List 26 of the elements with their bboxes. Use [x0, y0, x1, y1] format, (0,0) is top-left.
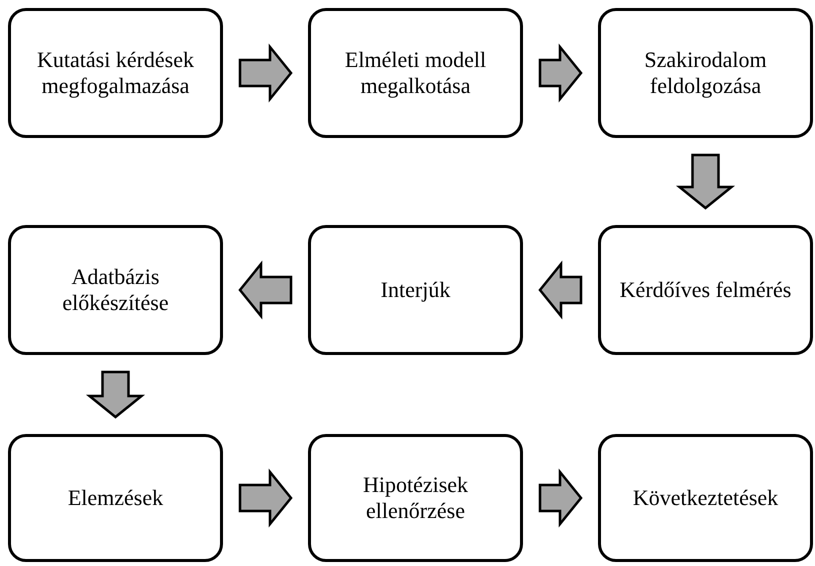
process-box — [308, 225, 523, 355]
block-arrow — [538, 260, 582, 320]
process-box — [8, 434, 223, 562]
process-box — [598, 8, 813, 138]
process-box — [308, 8, 523, 138]
box-label: Kérdőíves felmérés — [620, 277, 792, 303]
box-label: Elméleti modell megalkotása — [344, 47, 488, 99]
box-label: Elemzések — [68, 485, 164, 511]
block-arrow — [238, 43, 293, 103]
block-arrow — [238, 260, 292, 320]
box-label: Adatbázis előkészítése — [61, 264, 170, 316]
process-box — [308, 434, 523, 562]
process-box — [598, 225, 813, 355]
block-arrow — [238, 468, 293, 528]
block-arrow — [676, 154, 736, 210]
block-arrow — [86, 370, 146, 419]
box-label: Szakirodalom feldolgozása — [643, 47, 768, 99]
box-label: Kutatási kérdések megfogalmazása — [36, 47, 195, 99]
block-arrow — [538, 43, 583, 103]
process-box — [8, 8, 223, 138]
box-label: Hipotézisek ellenőrzése — [362, 472, 470, 524]
box-label: Következtetések — [632, 485, 778, 511]
block-arrow — [538, 468, 583, 528]
box-label: Interjúk — [380, 277, 450, 303]
process-box — [598, 434, 813, 562]
process-box — [8, 225, 223, 355]
